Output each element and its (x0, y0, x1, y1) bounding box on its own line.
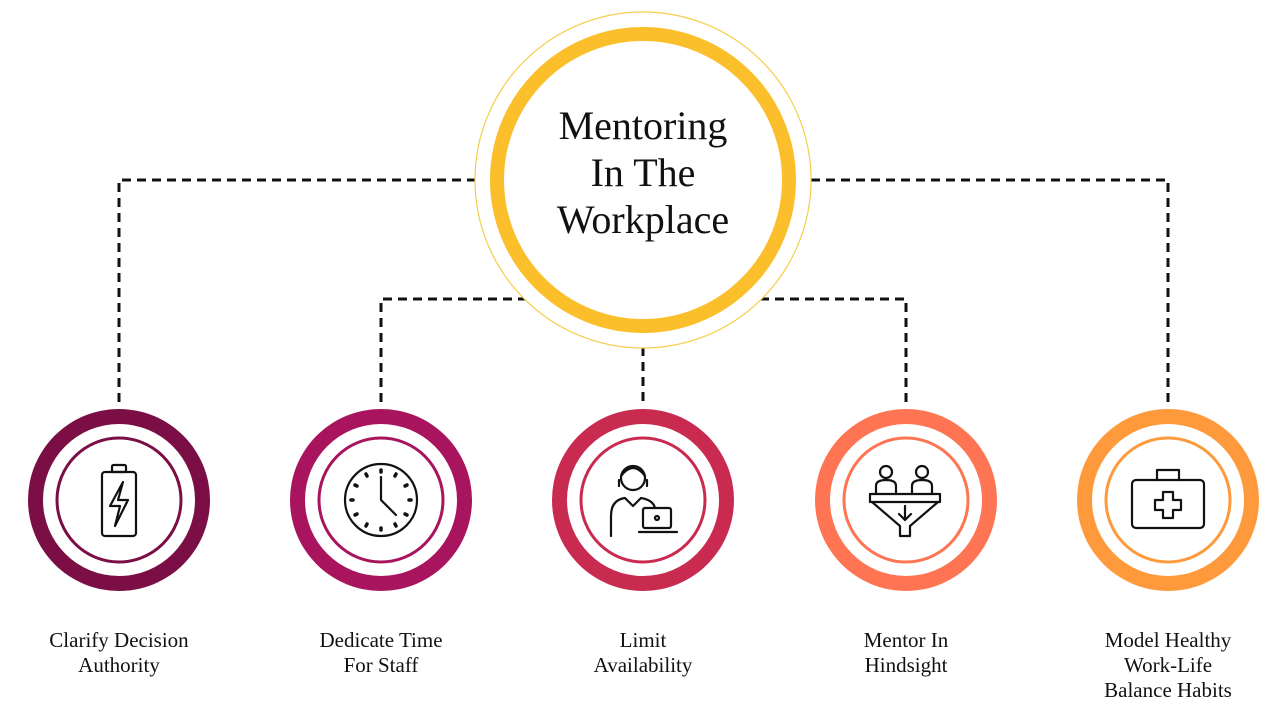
node-4 (815, 409, 997, 591)
connector-5 (811, 178, 1170, 406)
node-5-label-line: Model Healthy (1104, 628, 1232, 652)
node-3-inner-fill (567, 424, 719, 576)
node-5-inner-ring (1104, 436, 1232, 564)
person-laptop-icon (609, 464, 679, 538)
connector-2 (379, 297, 527, 406)
title-line-3: Workplace (556, 197, 730, 242)
node-2-label-line: Dedicate Time (319, 628, 443, 652)
node-4-inner-ring (842, 436, 970, 564)
diagram-title: Mentoring In The Workplace (500, 102, 786, 243)
node-2-label-line: For Staff (343, 653, 419, 677)
node-3-label-line: Availability (593, 653, 693, 677)
node-4-inner-fill (830, 424, 982, 576)
node-1-inner-ring (55, 436, 183, 564)
node-4-label-line: Hindsight (864, 653, 948, 677)
node-3 (552, 409, 734, 591)
funnel-people-icon (868, 464, 942, 538)
node-2 (290, 409, 472, 591)
node-5-label-line: Balance Habits (1104, 678, 1232, 702)
center-ring (490, 27, 796, 333)
node-5-inner-fill (1092, 424, 1244, 576)
connectors (117, 178, 1170, 406)
node-4-label-line: Mentor In (863, 628, 949, 652)
clock-icon (343, 462, 419, 538)
connector-4 (760, 297, 908, 406)
node-1 (28, 409, 210, 591)
node-1-label-line: Authority (78, 653, 160, 677)
connector-1 (117, 178, 476, 406)
node-1-label-line: Clarify Decision (49, 628, 189, 652)
center-node (474, 11, 812, 349)
node-3-label-line: Limit (619, 628, 667, 652)
title-line-2: In The (590, 150, 696, 195)
node-5 (1077, 409, 1259, 591)
title-line-1: Mentoring (558, 103, 728, 148)
node-2-inner-ring (317, 436, 445, 564)
node-5-label-line: Work-Life (1123, 653, 1213, 677)
battery-icon (100, 463, 138, 538)
node-3-inner-ring (579, 436, 707, 564)
first-aid-kit-icon (1130, 468, 1206, 530)
